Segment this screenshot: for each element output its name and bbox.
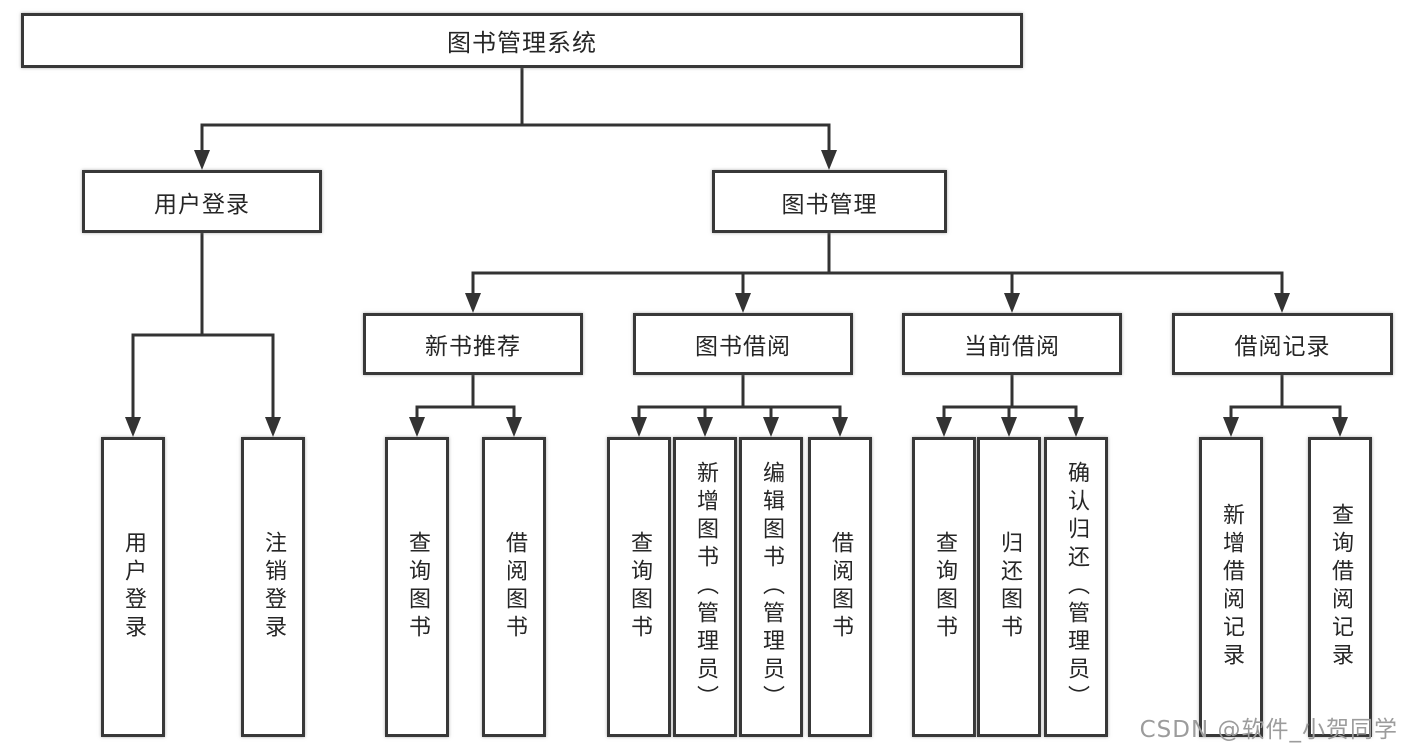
node-root: 图书管理系统: [21, 13, 1023, 68]
leaf-add-borrow-record: 新增借阅记录: [1199, 437, 1263, 737]
node-new-book-recommend: 新书推荐: [363, 313, 583, 375]
connector-book-borrow-fan: [631, 375, 848, 437]
node-user-login-label: 用户登录: [154, 191, 250, 218]
leaf-borrow-books-recommend: 借阅图书: [482, 437, 546, 737]
node-user-login: 用户登录: [82, 170, 322, 233]
leaf-return-books-label: 归还图书: [997, 531, 1022, 643]
leaf-add-books-admin-label: 新增图书（管理员）: [693, 461, 718, 713]
leaf-borrow-books-recommend-label: 借阅图书: [502, 531, 527, 643]
leaf-edit-books-admin-label: 编辑图书（管理员）: [759, 461, 784, 713]
leaf-query-books-current-label: 查询图书: [932, 531, 957, 643]
node-borrow-record-label: 借阅记录: [1234, 334, 1331, 360]
leaf-query-books-recommend-label: 查询图书: [405, 531, 430, 643]
leaf-confirm-return-admin: 确认归还（管理员）: [1044, 437, 1108, 737]
connector-borrow-record-fan: [1223, 375, 1348, 437]
leaf-borrow-books-label: 借阅图书: [828, 531, 853, 643]
node-book-management-label: 图书管理: [781, 191, 878, 218]
leaf-borrow-books: 借阅图书: [808, 437, 872, 737]
leaf-query-books-current: 查询图书: [912, 437, 976, 737]
node-current-borrow-label: 当前借阅: [964, 334, 1060, 360]
leaf-logout: 注销登录: [241, 437, 305, 737]
node-current-borrow: 当前借阅: [902, 313, 1122, 375]
node-borrow-record: 借阅记录: [1172, 313, 1393, 375]
leaf-query-books-borrow: 查询图书: [607, 437, 671, 737]
watermark: CSDN @软件_小贺同学: [1139, 717, 1398, 743]
leaf-query-borrow-record-label: 查询借阅记录: [1328, 503, 1353, 671]
leaf-user-login-label: 用户登录: [121, 531, 146, 643]
leaf-logout-label: 注销登录: [261, 531, 286, 643]
node-book-borrow: 图书借阅: [633, 313, 853, 375]
connector-book-management-fan: [465, 233, 1290, 313]
leaf-add-borrow-record-label: 新增借阅记录: [1219, 503, 1244, 671]
leaf-query-books-recommend: 查询图书: [385, 437, 449, 737]
leaf-query-books-borrow-label: 查询图书: [627, 531, 652, 643]
node-book-borrow-label: 图书借阅: [695, 334, 791, 360]
leaf-add-books-admin: 新增图书（管理员）: [673, 437, 737, 737]
connector-root-to-level2: [194, 68, 837, 170]
connector-user-login-fan: [125, 233, 281, 437]
leaf-user-login: 用户登录: [101, 437, 165, 737]
node-book-management: 图书管理: [712, 170, 947, 233]
connector-new-book-recommend-fan: [409, 375, 522, 437]
connector-current-borrow-fan: [936, 375, 1084, 437]
leaf-edit-books-admin: 编辑图书（管理员）: [739, 437, 803, 737]
node-new-book-recommend-label: 新书推荐: [425, 334, 521, 360]
node-root-label: 图书管理系统: [447, 29, 597, 57]
leaf-return-books: 归还图书: [977, 437, 1041, 737]
leaf-confirm-return-admin-label: 确认归还（管理员）: [1064, 461, 1089, 713]
leaf-query-borrow-record: 查询借阅记录: [1308, 437, 1372, 737]
